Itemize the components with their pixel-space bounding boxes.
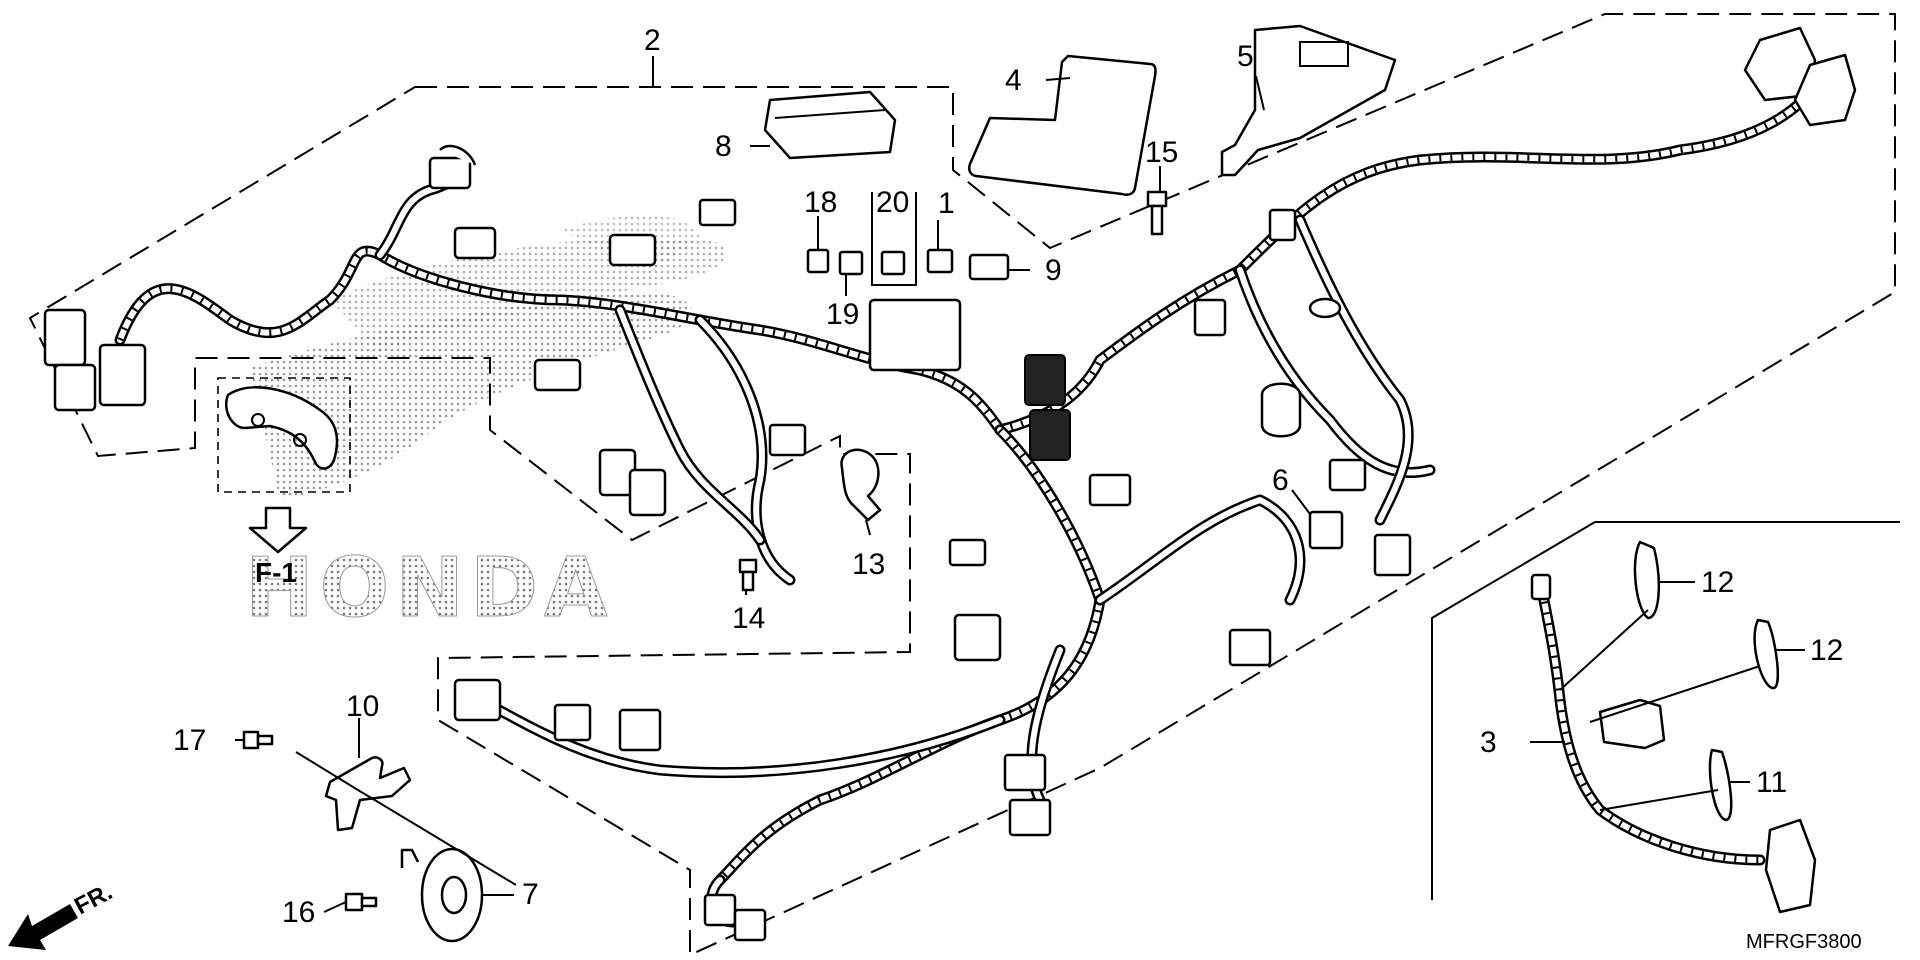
callout-1: 1 (938, 187, 955, 220)
part-12-clamp-band-lower (1753, 618, 1780, 690)
part-10-horn-bracket (324, 756, 412, 832)
callout-6: 6 (1272, 464, 1289, 497)
callout-12-upper: 12 (1701, 566, 1734, 599)
part-5-bracket (1220, 24, 1397, 177)
part-14-bolt (738, 558, 758, 592)
callout-18: 18 (804, 186, 837, 219)
diagram-code: MFRGF3800 (1746, 931, 1862, 953)
part-17-bolt (242, 730, 274, 750)
leader-lines (235, 56, 1805, 913)
front-direction-label: FR. (70, 878, 117, 920)
callout-13: 13 (852, 548, 885, 581)
part-20-bracket (871, 192, 917, 286)
callout-5: 5 (1237, 40, 1254, 73)
part-19-relay (838, 250, 864, 276)
part-12-clamp-band-upper (1633, 540, 1661, 620)
part-1-relay (926, 248, 954, 274)
part-6-connector (1308, 510, 1344, 550)
callout-16: 16 (282, 896, 315, 929)
callout-11: 11 (1756, 766, 1787, 799)
callout-17: 17 (173, 724, 206, 757)
callout-4: 4 (1005, 64, 1022, 97)
bracket-f1-group-outline (217, 377, 351, 493)
callout-8: 8 (715, 130, 732, 163)
callout-12-lower: 12 (1810, 634, 1843, 667)
callout-19: 19 (826, 298, 859, 331)
callout-9: 9 (1045, 254, 1062, 287)
hollow-down-arrow-icon (248, 506, 308, 554)
part-18-relay (806, 248, 830, 274)
callout-20: 20 (876, 186, 909, 219)
main-harness-group-outline (28, 13, 1896, 957)
callout-7: 7 (522, 878, 539, 911)
callout-14: 14 (732, 602, 765, 635)
part-8-fuse-box-cover (763, 90, 897, 160)
callout-15: 15 (1145, 136, 1178, 169)
part-11-clamp-band (1708, 748, 1733, 822)
part-13-clamp (840, 448, 882, 522)
part-9-relay (968, 253, 1010, 281)
part-20-relay (880, 250, 906, 276)
part-4-rubber-sheet (968, 54, 1157, 196)
part-3-sub-harness (1530, 573, 1817, 914)
part-7-horn (400, 847, 484, 943)
f1-label: F-1 (255, 557, 297, 588)
harness-connectors (43, 26, 1857, 942)
callout-3: 3 (1480, 726, 1497, 759)
callout-2: 2 (644, 24, 661, 57)
main-wire-harness (114, 74, 1826, 928)
part-16-bolt (344, 892, 378, 912)
callout-10: 10 (346, 690, 379, 723)
sub-harness-group-outline (1431, 521, 1900, 900)
f1-bracket (225, 386, 339, 470)
part-15-bolt (1146, 190, 1168, 236)
front-direction-arrow-icon (8, 904, 78, 950)
callout-labels: 1 2 3 4 5 6 7 8 9 10 11 12 12 13 14 15 1… (173, 24, 1843, 929)
honda-watermark-text: HONDA (245, 541, 614, 636)
